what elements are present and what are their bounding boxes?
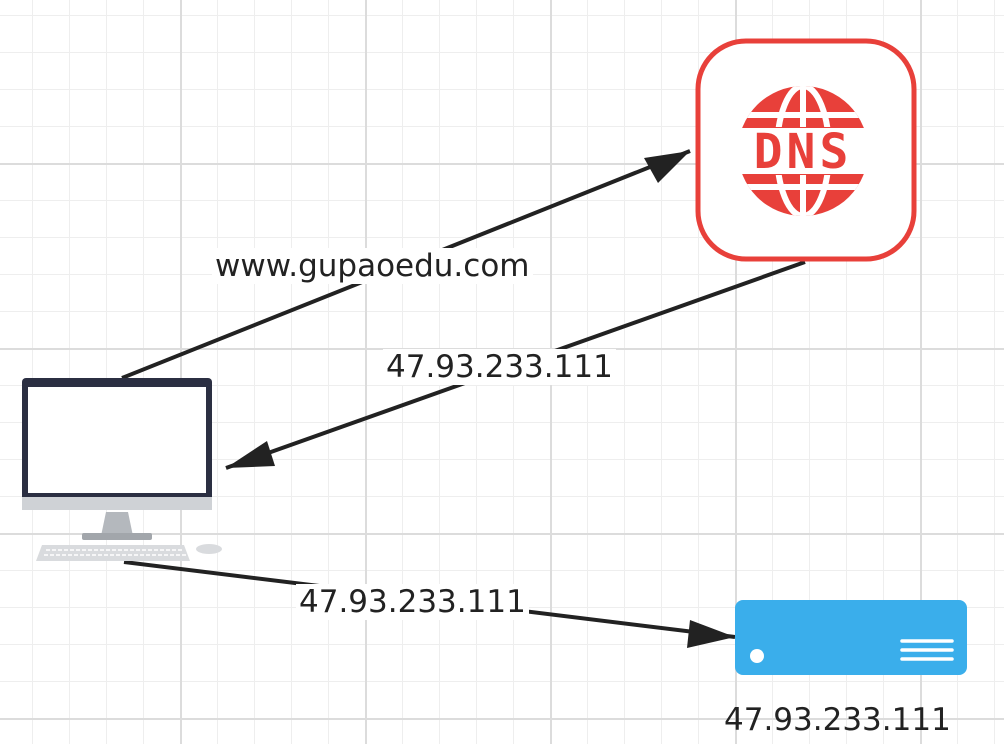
dns-node[interactable]: DNS bbox=[695, 38, 917, 262]
edge-label-server-request: 47.93.233.111 bbox=[296, 584, 529, 620]
server-status-light bbox=[750, 649, 764, 663]
arrowhead-server bbox=[687, 620, 735, 648]
dns-label: DNS bbox=[754, 124, 853, 180]
arrowhead-dns bbox=[644, 151, 690, 183]
edge-label-dns-response: 47.93.233.111 bbox=[383, 349, 616, 385]
arrowhead-client bbox=[226, 441, 275, 468]
globe-icon bbox=[736, 86, 870, 216]
edge-label-domain-query: www.gupaoedu.com bbox=[212, 248, 533, 284]
desktop-computer-icon[interactable] bbox=[22, 378, 222, 561]
server-ip-label: 47.93.233.111 bbox=[724, 702, 951, 738]
server-icon[interactable] bbox=[735, 600, 967, 675]
